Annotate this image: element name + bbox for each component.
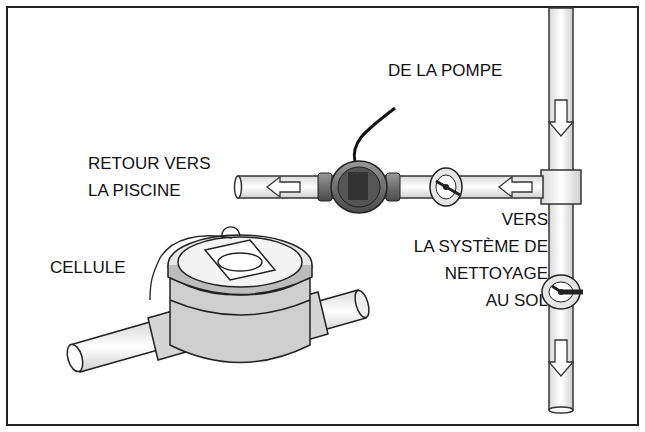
cell-label: CELLULE <box>50 254 126 281</box>
pump-inlet-label: DE LA POMPE <box>388 57 502 84</box>
pool-return-label: RETOUR VERS LA PISCINE <box>88 150 211 204</box>
floor-cleaning-label: VERS LA SYSTÈME DE NETTOYAGE AU SOL <box>414 206 548 314</box>
